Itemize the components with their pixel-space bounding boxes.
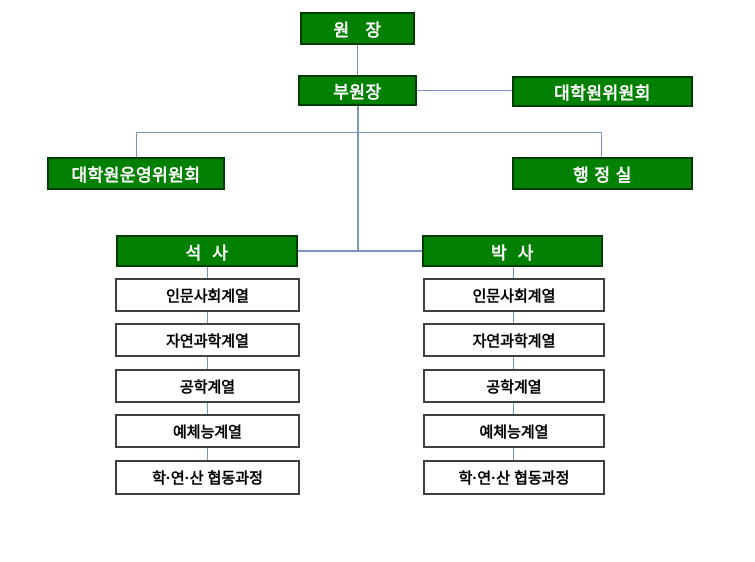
masters-item-arts-sports: 예체능계열 <box>115 414 300 448</box>
connector-left-2 <box>206 312 208 323</box>
connector-drop-admin <box>600 131 602 158</box>
masters-item-cooperative-program: 학·연·산 협동과정 <box>115 460 300 495</box>
node-admin-office: 행 정 실 <box>512 157 693 190</box>
connector-left-4 <box>206 403 208 414</box>
connector-vice-gradcommittee <box>417 89 512 91</box>
node-operating-committee: 대학원운영위원회 <box>47 157 225 190</box>
node-director: 원 장 <box>300 12 415 45</box>
connector-row3 <box>136 131 601 133</box>
connector-masters-doctoral <box>298 250 422 252</box>
doctoral-item-cooperative-program: 학·연·산 협동과정 <box>423 460 605 495</box>
connector-right-5 <box>512 448 514 460</box>
connector-right-1 <box>512 267 514 278</box>
node-grad-committee: 대학원위원회 <box>512 76 693 107</box>
connector-director-vice <box>356 45 358 75</box>
masters-item-engineering: 공학계열 <box>115 369 300 403</box>
node-masters: 석 사 <box>116 235 298 267</box>
connector-left-3 <box>206 357 208 369</box>
connector-vice-center <box>357 106 359 251</box>
node-doctoral: 박 사 <box>422 235 603 267</box>
doctoral-item-natural-sciences: 자연과학계열 <box>423 323 605 357</box>
masters-item-humanities: 인문사회계열 <box>115 278 300 312</box>
connector-left-5 <box>206 448 208 460</box>
doctoral-item-humanities: 인문사회계열 <box>423 278 605 312</box>
connector-right-3 <box>512 357 514 369</box>
connector-right-4 <box>512 403 514 414</box>
masters-item-natural-sciences: 자연과학계열 <box>115 323 300 357</box>
connector-right-2 <box>512 312 514 323</box>
connector-drop-operating <box>135 131 137 158</box>
connector-left-1 <box>206 267 208 278</box>
doctoral-item-engineering: 공학계열 <box>423 369 605 403</box>
doctoral-item-arts-sports: 예체능계열 <box>423 414 605 448</box>
node-vice-director: 부원장 <box>298 75 417 106</box>
